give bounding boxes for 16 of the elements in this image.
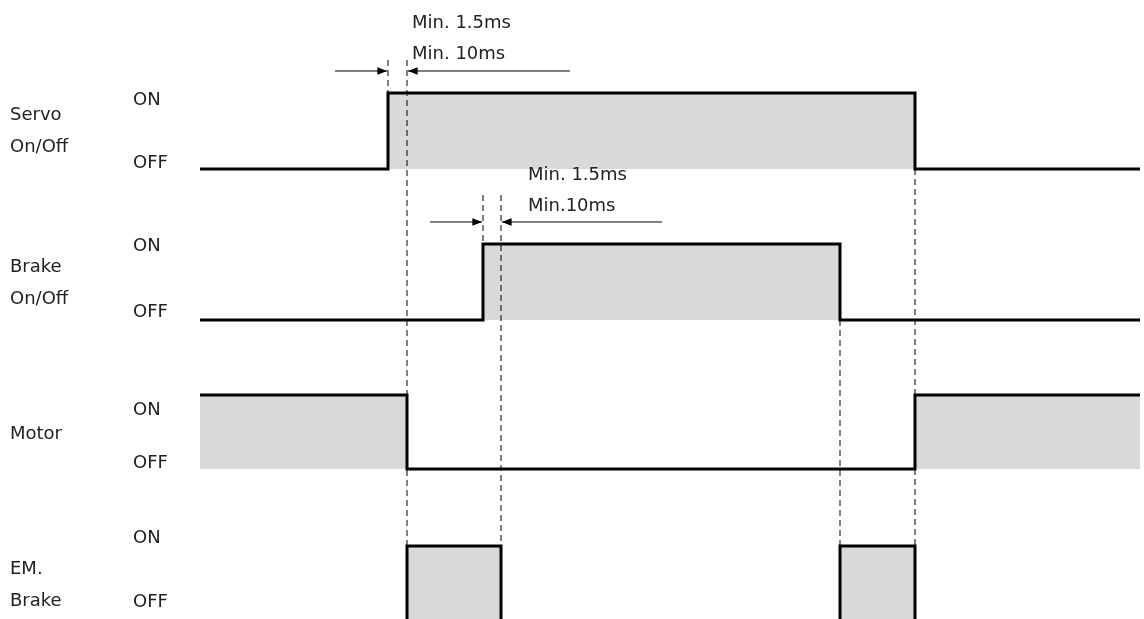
signal-label: Motor <box>10 421 62 445</box>
signal-label: OFF <box>133 450 168 474</box>
signal-label: ON <box>133 397 161 421</box>
signal-label: EM. Brake <box>10 556 63 612</box>
signal-label: OFF <box>133 589 168 613</box>
signal-label: OFF <box>133 150 168 174</box>
signal-label: OFF <box>133 299 168 323</box>
signal-label: Min. 10ms <box>412 41 506 65</box>
signal-label: Brake On/Off <box>10 254 70 310</box>
signal-label: ON <box>133 87 161 111</box>
signal-label: Min.10ms <box>528 193 616 217</box>
signal-label: Servo On/Off <box>10 102 70 158</box>
signal-label: Min. 1.5ms <box>412 10 511 34</box>
signal-label: Min. 1.5ms <box>528 162 627 186</box>
signal-label: ON <box>133 233 161 257</box>
signal-label: ON <box>133 525 161 549</box>
